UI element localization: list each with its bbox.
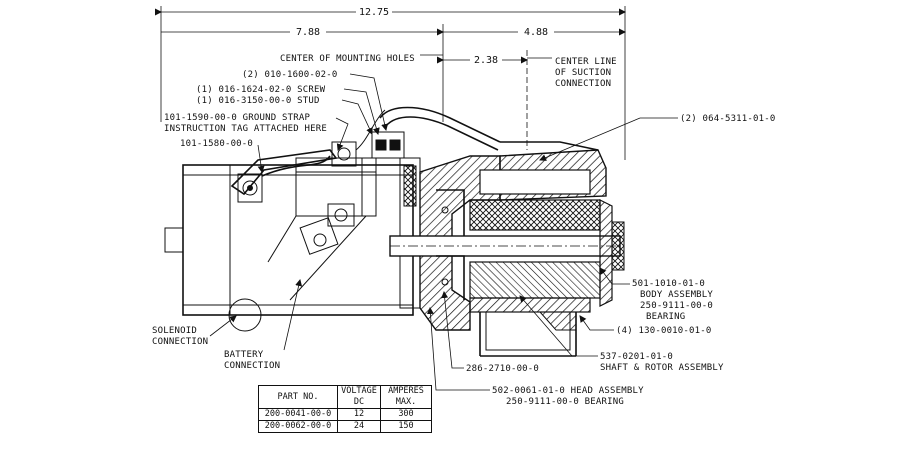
cell-voltage: 12 — [337, 408, 381, 421]
label-part-screw: (1) 016-1624-02-0 SCREW — [196, 85, 326, 95]
dimension-lines — [155, 6, 626, 160]
cell-part: 200-0062-00-0 — [258, 420, 338, 433]
label-body-assembly-3: 250-9111-00-0 — [640, 301, 713, 311]
label-part-stud: (1) 016-3150-00-0 STUD — [196, 96, 320, 106]
label-part-130: (4) 130-0010-01-0 — [616, 326, 712, 336]
cell-amperes: 300 — [380, 408, 432, 421]
label-center-line-3: CONNECTION — [555, 79, 611, 89]
label-battery-1: BATTERY — [224, 350, 264, 360]
table-row: 200-0062-00-0 24 150 — [258, 420, 432, 433]
cell-amperes: 150 — [380, 420, 432, 433]
dim-right: 4.88 — [524, 27, 548, 38]
label-part-010: (2) 010-1600-02-0 — [242, 70, 338, 80]
label-shaft-rotor-1: 537-0201-01-0 — [600, 352, 673, 362]
label-ground-strap: 101-1590-00-0 GROUND STRAP — [164, 113, 310, 123]
label-head-assembly-2: 250-9111-00-0 BEARING — [506, 397, 624, 407]
cell-voltage: 24 — [337, 420, 381, 433]
label-part-101: 101-1580-00-0 — [180, 139, 253, 149]
label-center-mounting-holes: CENTER OF MOUNTING HOLES — [280, 54, 415, 64]
label-body-assembly-1: 501-1010-01-0 — [632, 279, 705, 289]
label-center-line-1: CENTER LINE — [555, 57, 617, 67]
header-part-no: PART NO. — [258, 385, 338, 409]
label-center-line-2: OF SUCTION — [555, 68, 611, 78]
label-part-286: 286-2710-00-0 — [466, 364, 539, 374]
label-battery-2: CONNECTION — [224, 361, 280, 371]
dim-offset: 2.38 — [474, 55, 498, 66]
pump-section — [389, 141, 625, 357]
label-head-assembly-1: 502-0061-01-0 HEAD ASSEMBLY — [492, 386, 644, 396]
table-row: 200-0041-00-0 12 300 — [258, 408, 432, 421]
label-shaft-rotor-2: SHAFT & ROTOR ASSEMBLY — [600, 363, 724, 373]
label-solenoid-2: CONNECTION — [152, 337, 208, 347]
leader-lines — [209, 54, 678, 391]
label-solenoid-1: SOLENOID — [152, 326, 197, 336]
label-body-assembly-4: BEARING — [646, 312, 685, 322]
dim-overall: 12.75 — [359, 7, 389, 18]
label-part-064: (2) 064-5311-01-0 — [680, 114, 776, 124]
label-instruction-tag: INSTRUCTION TAG ATTACHED HERE — [164, 124, 327, 134]
label-body-assembly-2: BODY ASSEMBLY — [640, 290, 713, 300]
dim-left: 7.88 — [296, 27, 320, 38]
cell-part: 200-0041-00-0 — [258, 408, 338, 421]
